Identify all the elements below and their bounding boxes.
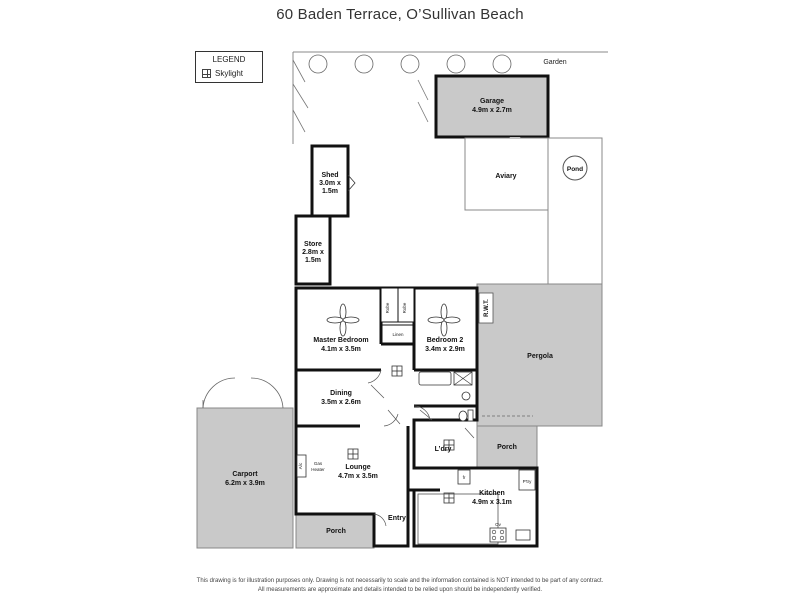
bedroom2-name: Bedroom 2	[427, 337, 464, 344]
skylight-icon	[443, 492, 455, 504]
legend-skylight-label: Skylight	[215, 69, 244, 78]
linen-cupboard	[381, 324, 414, 344]
bedroom2-size: 3.4m x 2.9m	[425, 346, 465, 353]
door-swing-icons	[367, 369, 475, 527]
pantry	[518, 469, 536, 491]
rwt-label: R.W.T.	[484, 299, 490, 317]
oven-icon	[489, 527, 507, 543]
ceiling-fan-icon	[427, 303, 461, 337]
laundry-label: L’dry	[435, 446, 452, 453]
carport-gate-icon	[202, 377, 284, 409]
legend-title: LEGEND	[212, 55, 246, 64]
robe-2	[397, 287, 415, 323]
shrub-icon	[308, 54, 328, 74]
garage-name: Garage	[480, 98, 504, 105]
shrub-icon	[400, 54, 420, 74]
disclaimer: This drawing is for illustration purpose…	[0, 577, 800, 595]
dining-name: Dining	[330, 390, 352, 397]
shrub-icon	[492, 54, 512, 74]
disclaimer-line-2: All measurements are approximate and det…	[257, 587, 543, 593]
carport-size: 6.2m x 3.9m	[225, 480, 265, 487]
kitchen-size: 4.9m x 3.1m	[472, 499, 512, 506]
aviary-area	[464, 137, 549, 211]
pergola-area	[476, 283, 603, 427]
pond-label: Pond	[567, 166, 583, 173]
front-porch-label: Porch	[326, 528, 346, 535]
garden-shrubs	[308, 54, 512, 74]
garage-size: 4.9m x 2.7m	[472, 107, 512, 114]
garage-room	[434, 74, 550, 139]
plan-title: 60 Baden Terrace, O’Sullivan Beach	[276, 6, 524, 23]
dining-size: 3.5m x 2.6m	[321, 399, 361, 406]
lounge-size: 4.7m x 3.5m	[338, 473, 378, 480]
legend-box: LEGEND Skylight	[195, 51, 263, 83]
garden-label: Garden	[543, 59, 566, 66]
entry-label: Entry	[388, 515, 406, 522]
carport-area	[196, 407, 294, 549]
disclaimer-line-1: This drawing is for illustration purpose…	[196, 578, 604, 584]
lounge-name: Lounge	[345, 464, 370, 471]
gas-heater-label-2: Heater	[311, 467, 325, 472]
basin-icon	[461, 391, 471, 401]
kitchen-bench	[417, 493, 499, 545]
ac-label: A/c	[298, 462, 303, 469]
oven-label: Ov	[495, 522, 502, 527]
fridge-label: fr	[463, 475, 466, 480]
gas-heater-label-1: Gas	[314, 461, 323, 466]
shed-size-1: 3.0m x	[319, 180, 341, 187]
robe-2-label: Robe	[402, 302, 407, 313]
master-bedroom-name: Master Bedroom	[313, 337, 368, 344]
skylight-icon	[202, 69, 211, 78]
store-size-1: 2.8m x	[302, 249, 324, 256]
bath-icon	[418, 371, 452, 386]
linen-label: Linen	[392, 332, 404, 337]
store-room	[294, 214, 332, 286]
ac-unit	[296, 454, 307, 478]
pond-icon	[562, 155, 588, 181]
shrub-icon	[446, 54, 466, 74]
robe-1-label: Robe	[385, 302, 390, 313]
shed-door-icon	[347, 174, 356, 192]
toilet-icon	[458, 410, 468, 422]
store-size-2: 1.5m	[305, 257, 321, 264]
pantry-label: P'try	[523, 479, 533, 484]
rwt-tank	[478, 292, 494, 324]
garden-gate-icon	[292, 59, 429, 133]
rear-porch-label: Porch	[497, 444, 517, 451]
shed-size-2: 1.5m	[322, 188, 338, 195]
pergola-label: Pergola	[527, 353, 553, 360]
shrub-icon	[354, 54, 374, 74]
aviary-label: Aviary	[495, 173, 516, 180]
garden-boundary	[292, 51, 608, 144]
sink-icon	[515, 529, 531, 541]
skylight-icon	[391, 365, 403, 377]
carport-name: Carport	[232, 471, 258, 478]
master-bedroom-size: 4.1m x 3.5m	[321, 346, 361, 353]
rear-porch-area	[476, 425, 538, 469]
ceiling-fan-icon	[326, 303, 360, 337]
store-name: Store	[304, 241, 322, 248]
shed-name: Shed	[321, 172, 338, 179]
skylight-icon	[443, 439, 455, 451]
skylight-icon	[347, 448, 359, 460]
kitchen-name: Kitchen	[479, 490, 505, 497]
fridge-icon	[457, 469, 471, 485]
